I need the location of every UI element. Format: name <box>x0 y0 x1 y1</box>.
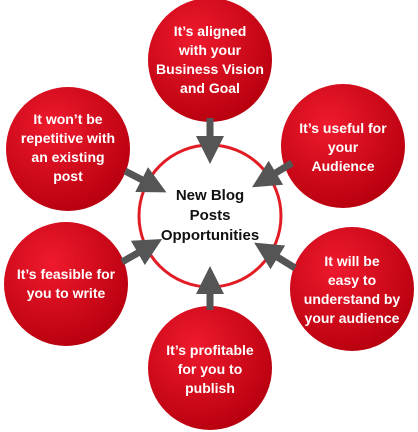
arrow-upper-right <box>252 160 294 188</box>
node-lower-right-label: It will be easy to understand by your au… <box>303 253 401 326</box>
node-lower-right-circle <box>290 227 414 351</box>
node-lower-left-circle <box>4 222 128 346</box>
node-lower-left-label: It’s feasible for you to write <box>16 266 116 301</box>
node-upper-right-circle <box>281 84 405 208</box>
node-upper-left-circle <box>6 87 130 211</box>
node-upper-left-label: It won’t be repetitive with an existing … <box>20 111 116 184</box>
node-bottom-circle <box>148 306 272 430</box>
arrow-lower-right <box>254 242 297 271</box>
arrow-upper-left <box>123 167 167 193</box>
arrow-lower-left <box>120 239 163 266</box>
center-label: New Blog Posts Opportunities <box>160 187 260 244</box>
node-top-circle <box>148 0 272 122</box>
node-upper-right-label: It’s useful for your Audience <box>299 119 387 174</box>
node-bottom-label: It’s profitable for you to publish <box>166 341 254 396</box>
node-top-label: It’s aligned with your Business Vision a… <box>156 23 264 96</box>
